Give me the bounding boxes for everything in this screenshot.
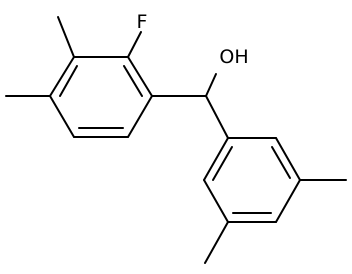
fluorine-atom-label: F (137, 11, 148, 33)
bond-methyl-a3 (57, 16, 75, 58)
bond-a1-a2 (127, 56, 153, 97)
bond-b5-b6 (203, 179, 229, 223)
bond-methyl-b5 (204, 221, 229, 264)
ring-a-fluoro-dimethylphenyl (49, 56, 153, 138)
bond-b6-b1 (203, 137, 229, 181)
bond-b2-b3 (275, 137, 301, 181)
double-bond-a3-a4 (59, 65, 78, 97)
bond-a4-a5 (49, 95, 75, 138)
bond-a6-a1 (127, 95, 153, 138)
hydroxyl-group-label: OH (219, 46, 248, 68)
double-bond-b6-b1 (212, 146, 233, 181)
double-bond-b2-b3 (271, 146, 291, 179)
double-bond-a1-a2 (123, 65, 143, 97)
bond-carbinol-to-ring-b (205, 95, 229, 139)
bond-c-oh (205, 73, 217, 97)
bond-a3-a4 (49, 56, 75, 97)
bond-c-f (127, 31, 142, 58)
bond-b3-b4 (275, 179, 301, 223)
ring-b-dimethylphenyl (203, 137, 301, 223)
